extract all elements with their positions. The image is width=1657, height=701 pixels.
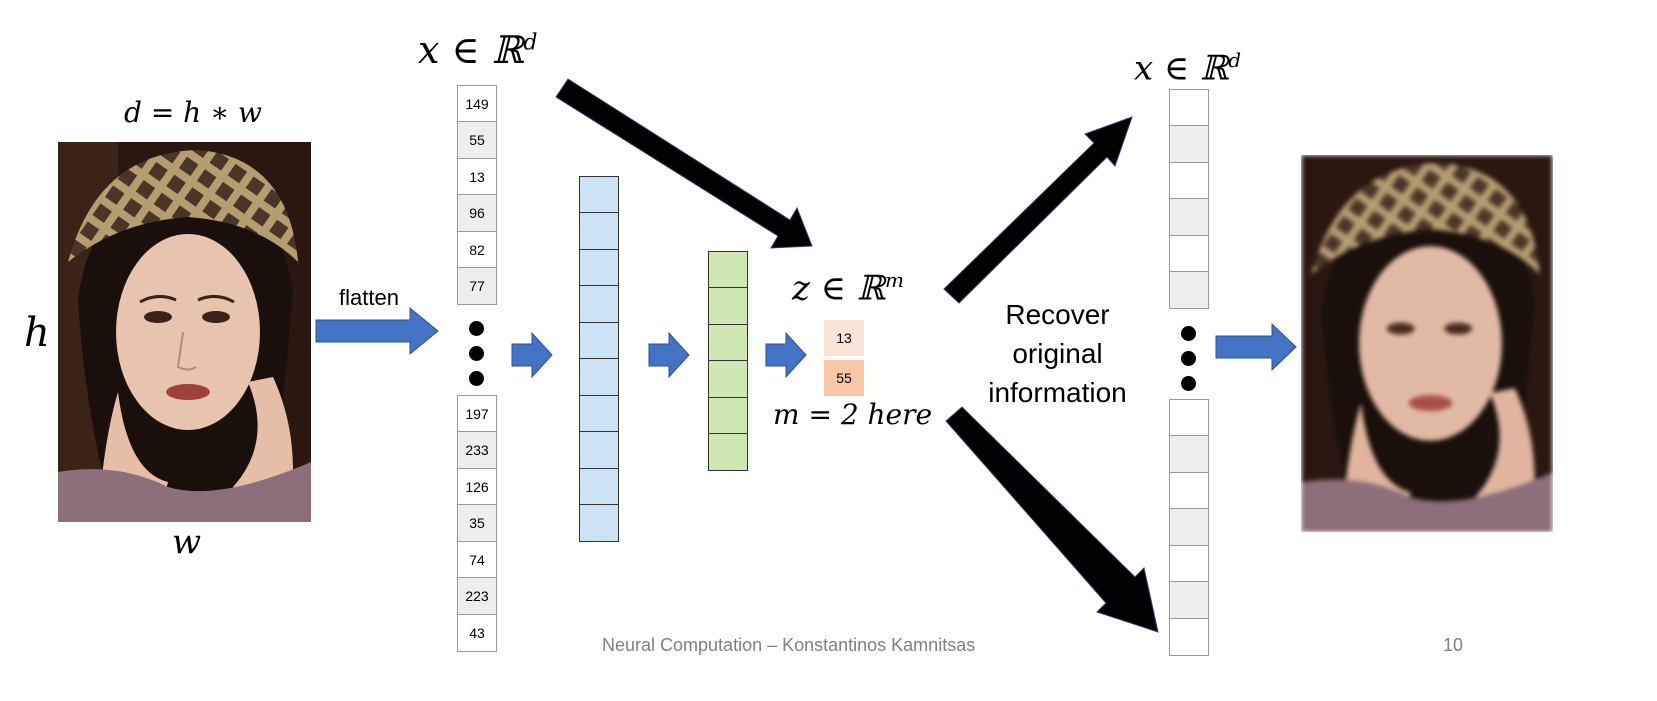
- vector-cell: [708, 323, 748, 362]
- ellipsis-dot: [1181, 376, 1196, 391]
- vector-cell: [579, 285, 619, 323]
- output-vector-bottom: [1169, 398, 1209, 656]
- output-vector-top: [1169, 88, 1209, 309]
- flatten-label: flatten: [339, 285, 399, 310]
- vector-cell: [579, 467, 619, 506]
- decoder-arrow-up: [943, 116, 1133, 304]
- vector-cell: [1169, 198, 1209, 236]
- ellipsis-dot: [1181, 351, 1196, 366]
- ellipsis-dot: [469, 371, 484, 386]
- vector-cell: 233: [457, 431, 497, 469]
- arrow-to-hidden2: [648, 331, 690, 379]
- latent-cell: 13: [824, 320, 864, 356]
- vector-cell: [579, 321, 619, 360]
- dimension-formula: d = h ∗ w: [124, 96, 263, 129]
- height-label: h: [24, 310, 50, 356]
- reconstructed-face-image: [1301, 155, 1553, 532]
- vector-cell: [1169, 435, 1209, 473]
- skip-arrow-into-latent: [555, 78, 813, 249]
- latent-vector-label: z ∈ ℝm: [792, 268, 904, 309]
- latent-vector: 13 55: [824, 320, 864, 400]
- vector-cell: [1169, 508, 1209, 546]
- vector-cell: 35: [457, 504, 497, 542]
- input-face-image: [58, 142, 311, 522]
- hidden-layer-1: [579, 175, 619, 542]
- vector-cell: [579, 431, 619, 469]
- vector-cell: 223: [457, 577, 497, 615]
- vector-cell: 77: [457, 267, 497, 305]
- arrow-to-latent: [765, 331, 807, 379]
- width-label: w: [172, 522, 202, 562]
- vector-cell: [708, 250, 748, 289]
- vector-cell: [708, 433, 748, 471]
- vector-cell: [579, 212, 619, 250]
- vector-cell: 43: [457, 613, 497, 652]
- vector-cell: [1169, 271, 1209, 309]
- vector-cell: [708, 360, 748, 398]
- ellipsis-dot: [469, 346, 484, 361]
- arrow-to-output-image: [1215, 322, 1297, 372]
- hidden-layer-2: [708, 250, 748, 471]
- input-vector-label: x ∈ ℝd: [418, 28, 538, 72]
- arrow-to-hidden1: [511, 331, 553, 379]
- ellipsis-dot: [1181, 326, 1196, 341]
- vector-cell: [1169, 581, 1209, 619]
- output-vector-label: x ∈ ℝd: [1134, 48, 1242, 89]
- latent-dimension-note: m = 2 here: [773, 398, 933, 431]
- vector-cell: [1169, 617, 1209, 656]
- vector-cell: 55: [457, 121, 497, 159]
- footer-text: Neural Computation – Konstantinos Kamnit…: [602, 635, 976, 655]
- ellipsis-dot: [469, 321, 484, 336]
- vector-cell: [579, 175, 619, 214]
- vector-cell: [579, 504, 619, 542]
- decoder-arrow-down: [945, 406, 1159, 633]
- page-number: 10: [1443, 635, 1464, 655]
- vector-cell: [579, 358, 619, 396]
- flatten-arrow: [315, 306, 439, 356]
- vector-cell: 96: [457, 194, 497, 232]
- vector-cell: [1169, 125, 1209, 163]
- recover-text: Recover original information: [988, 299, 1127, 408]
- latent-cell: 55: [824, 360, 864, 396]
